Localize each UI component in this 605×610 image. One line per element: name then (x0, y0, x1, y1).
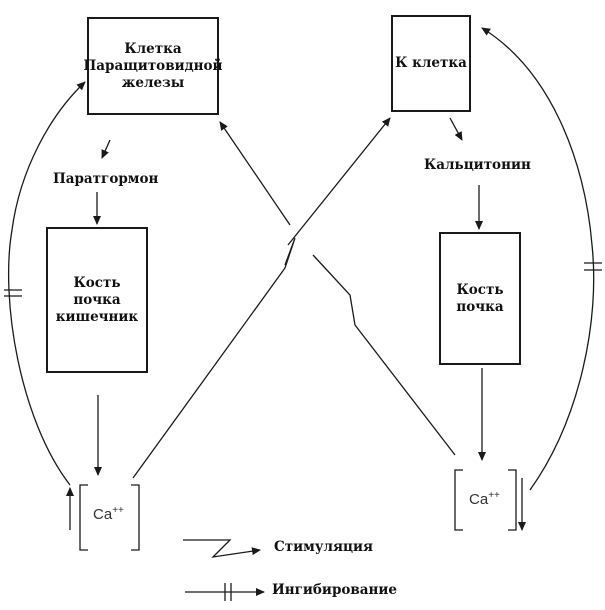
node-bone-kidney-intestine: Кость почка кишечник (46, 227, 148, 373)
ca-left-bracket-open (79, 484, 88, 551)
label-calcitonin: Кальцитонин (424, 157, 531, 173)
legend-inhibition-label: Ингибирование (272, 582, 397, 598)
inhibition-ca-right-to-kcell (481, 27, 595, 491)
stimulation-ca-right-to-parathyroid-arrow (219, 121, 291, 226)
node-ca-left: Ca++ (93, 505, 124, 523)
arrow-kcell-to-calcitonin (449, 117, 463, 141)
ca-right-base: Ca (469, 491, 489, 508)
ca-right-bracket-close (508, 469, 517, 531)
ca-left-bracket-close (131, 484, 140, 551)
legend-stimulation-symbol (183, 539, 261, 558)
node-ca-right: Ca++ (469, 490, 500, 508)
inhibition-ca-left-to-parathyroid (7, 81, 86, 486)
ca-right-bracket-open (454, 469, 463, 531)
node-parathyroid: Клетка Паращитовидной железы (84, 17, 222, 115)
stimulation-ca-left-to-kcell-arrow (287, 117, 391, 246)
ca-left-base: Ca (93, 506, 113, 523)
arrow-parathyroid-to-parathormone (101, 139, 111, 159)
ca-right-sup: ++ (488, 490, 500, 501)
node-bone-kidney: Кость почка (439, 232, 521, 365)
stimulation-ca-left-to-kcell (132, 237, 296, 479)
node-k-cell: К клетка (391, 15, 471, 112)
legend-stimulation-label: Стимуляция (274, 539, 373, 555)
ca-left-sup: ++ (112, 505, 124, 516)
label-parathormone: Паратгормон (53, 171, 159, 187)
stimulation-ca-right-to-parathyroid (312, 254, 456, 456)
